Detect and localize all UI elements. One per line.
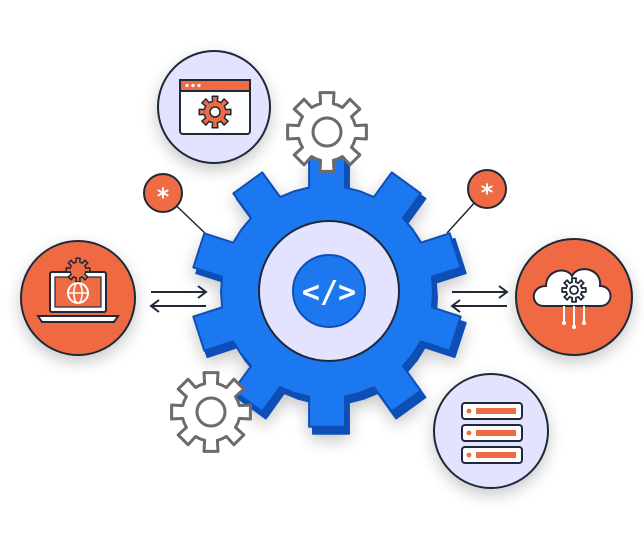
browser-window: [179, 79, 251, 135]
server-rack: [461, 402, 523, 464]
gear-icon: [170, 371, 252, 453]
code-symbol: </>: [302, 275, 356, 310]
bidirectional-arrows-icon: [450, 285, 509, 313]
cloud: [532, 268, 612, 329]
asterisk-icon: *: [143, 173, 183, 213]
svg-text:*: *: [481, 179, 494, 207]
gear-icon: [286, 91, 368, 173]
gear-hole: [195, 396, 227, 428]
asterisk-icon: *: [467, 169, 507, 209]
code-badge: [292, 254, 366, 328]
svg-text:*: *: [157, 183, 170, 211]
gear-shape: [65, 257, 91, 283]
bidirectional-arrows-icon: [149, 285, 208, 313]
gear-hole: [209, 106, 221, 118]
gear-hole: [569, 285, 579, 295]
gear-hole: [311, 116, 343, 148]
laptop: [36, 257, 120, 323]
